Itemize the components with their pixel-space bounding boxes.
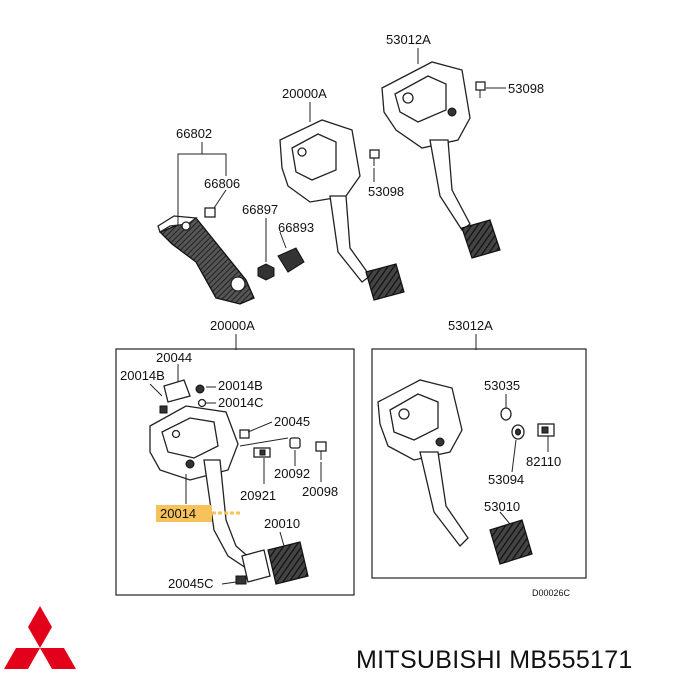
washer-53094-icon: [511, 424, 525, 440]
bolt-20098-icon: [315, 441, 327, 460]
leader-20045c: [221, 581, 237, 585]
left-assembly-frame: [115, 348, 355, 596]
leader-20010: [279, 531, 285, 547]
label-66802: 66802: [176, 126, 212, 141]
nut-66806-icon: [204, 207, 216, 218]
right-box-pedal-assembly: [377, 379, 533, 565]
nut-66897-icon: [257, 263, 275, 281]
brand-part-number: MITSUBISHI MB555171: [356, 646, 633, 674]
label-20000a-top: 20000A: [282, 86, 327, 101]
switch-20044-icon: [159, 379, 191, 414]
label-20014b-left: 20014B: [120, 368, 165, 383]
label-53098-center: 53098: [368, 184, 404, 199]
label-20044: 20044: [156, 350, 192, 365]
label-53010: 53010: [484, 499, 520, 514]
stopper-53035-icon: [500, 407, 512, 421]
label-20014c: 20014C: [218, 395, 264, 410]
left-box-pedal-assembly: [149, 405, 309, 585]
label-20921: 20921: [240, 488, 276, 503]
label-53012a-top: 53012A: [386, 32, 431, 47]
label-66893: 66893: [278, 220, 314, 235]
leader-66893: [279, 231, 287, 249]
label-82110: 82110: [526, 454, 561, 469]
label-53098-top: 53098: [508, 81, 544, 96]
label-66806: 66806: [204, 176, 240, 191]
mitsubishi-logo-icon: [4, 606, 76, 669]
leader-53010: [499, 511, 511, 525]
leader-66802-bracket: [177, 153, 227, 226]
leader-66806: [213, 189, 227, 209]
switch-82110-icon: [537, 423, 555, 437]
pad-66893-icon: [277, 247, 305, 273]
top-right-pedal-assembly: [381, 61, 501, 259]
label-53035: 53035: [484, 378, 520, 393]
label-20014: 20014: [160, 506, 196, 521]
switch-20921-icon: [253, 447, 271, 458]
clip-20014b-icon: [195, 384, 207, 408]
label-53094: 53094: [488, 472, 524, 487]
label-20045c: 20045C: [168, 576, 214, 591]
label-20045: 20045: [274, 414, 310, 429]
label-66897: 66897: [242, 202, 278, 217]
top-center-pedal-assembly: [279, 119, 405, 301]
bushing-20045-icon: [239, 429, 250, 439]
label-20010: 20010: [264, 516, 300, 531]
bracket-66802: [157, 215, 255, 305]
right-assembly-frame: [371, 348, 587, 579]
bolt-53098-top-icon: [475, 81, 486, 98]
label-20092: 20092: [274, 466, 310, 481]
leader-53094: [511, 439, 517, 473]
label-20000a-box: 20000A: [210, 318, 255, 333]
bolt-53098-center-icon: [369, 149, 380, 166]
label-20014b-right: 20014B: [218, 378, 263, 393]
label-53012a-box: 53012A: [448, 318, 493, 333]
drawing-code: D00026C: [532, 588, 571, 598]
leader-20045-rod: [239, 437, 289, 447]
highlight-20014: [156, 505, 212, 522]
label-20098: 20098: [302, 484, 338, 499]
leader-20014b-left: [149, 383, 163, 397]
leader-20045: [247, 421, 273, 433]
stopper-20092-icon: [289, 437, 301, 449]
pin-20045c-icon: [235, 575, 247, 585]
